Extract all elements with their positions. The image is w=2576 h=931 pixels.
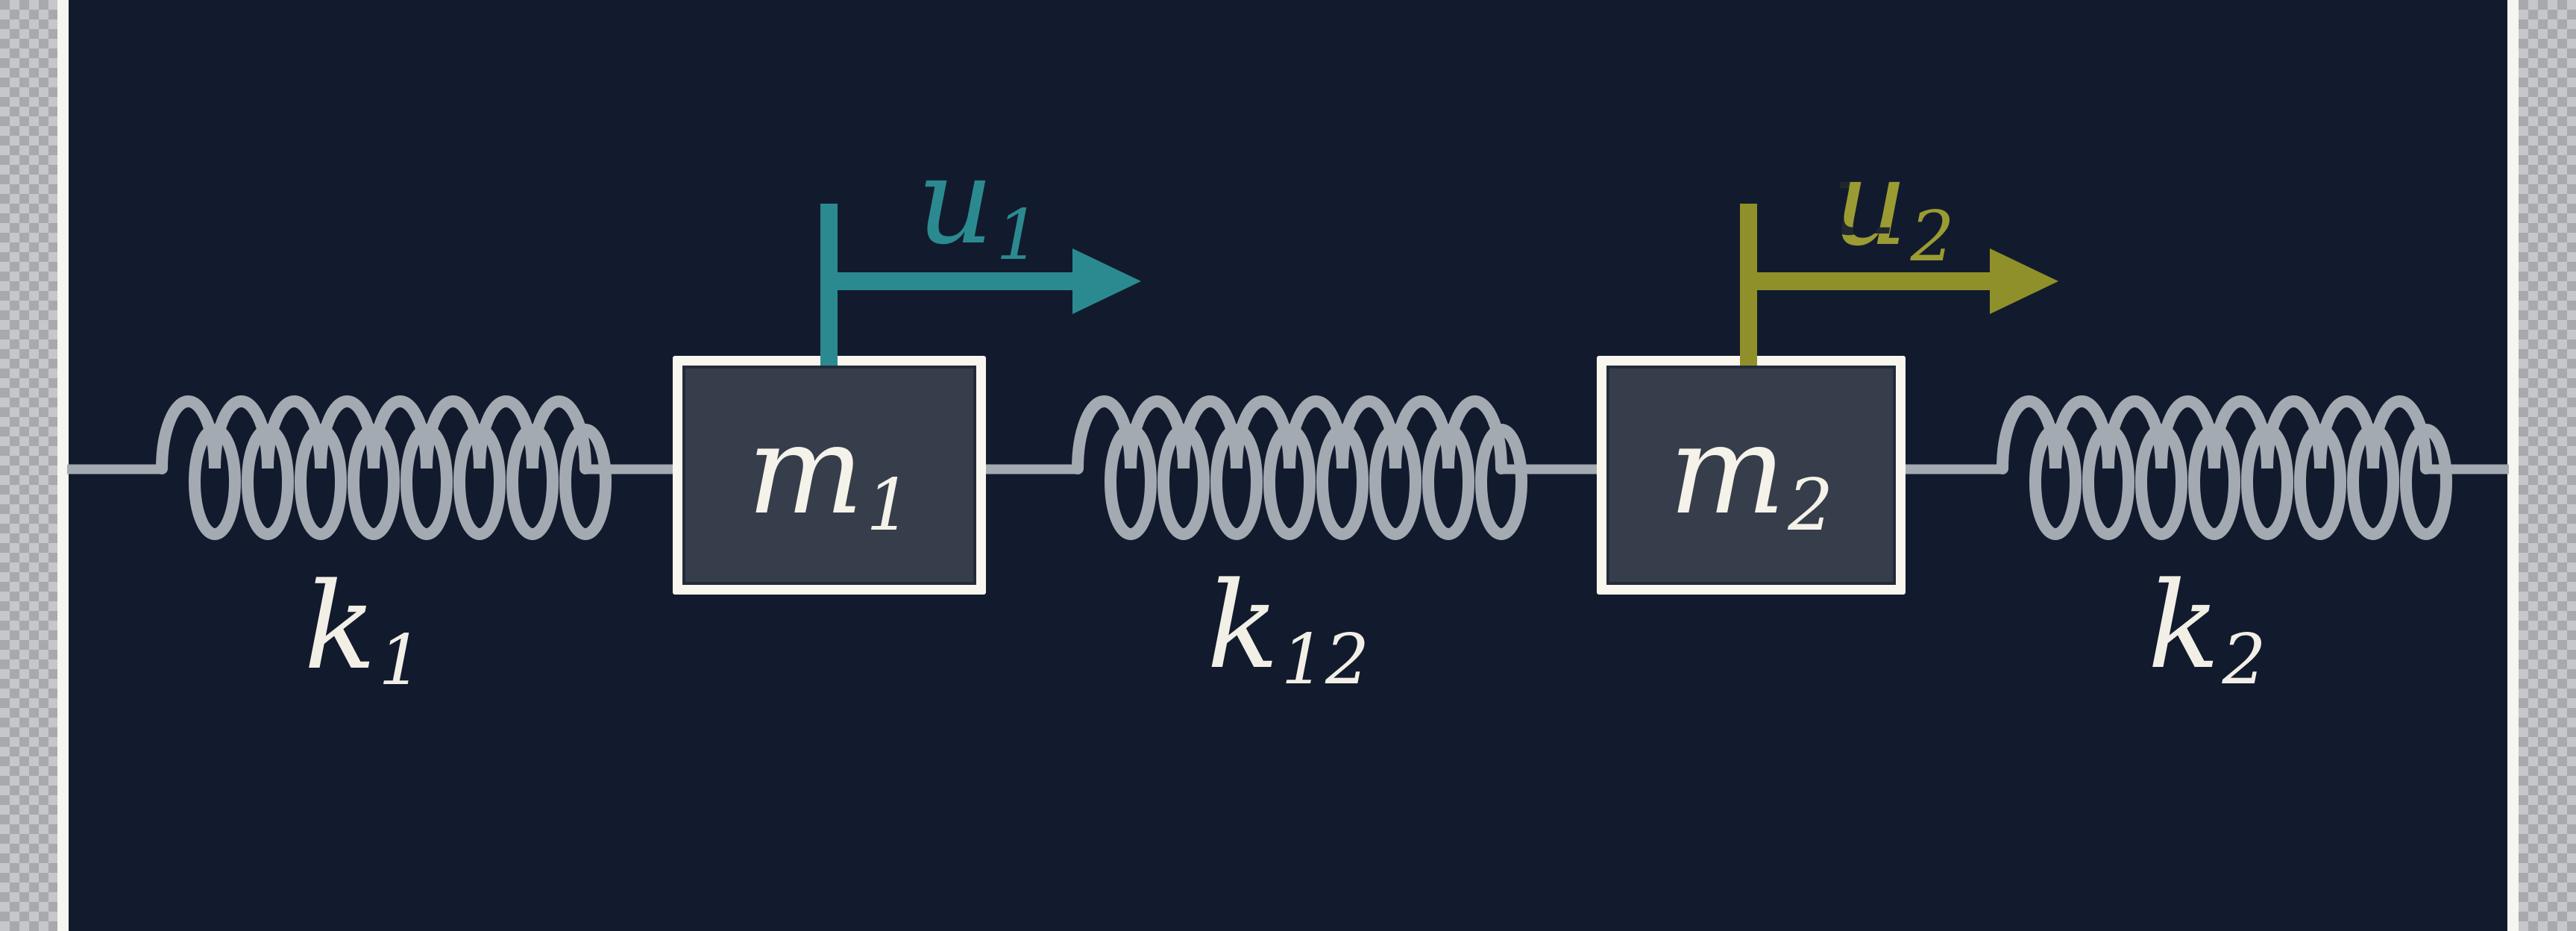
coil-loop bbox=[1157, 424, 1210, 540]
u2-arrow-shaft bbox=[1749, 272, 1991, 290]
coil-loop bbox=[2135, 424, 2187, 540]
coil-loop bbox=[400, 424, 453, 540]
coil-loop bbox=[2347, 424, 2399, 540]
coil-arcs bbox=[1997, 395, 2432, 474]
coil-loop bbox=[1105, 424, 1157, 540]
coil-loop bbox=[559, 424, 612, 540]
coil-arcs bbox=[1072, 395, 1507, 474]
transparency-checkerboard-left bbox=[0, 0, 57, 931]
coil-loop bbox=[1369, 424, 1421, 540]
mass-m2-box: m2 bbox=[1597, 356, 1906, 595]
coil-loop bbox=[2241, 424, 2293, 540]
u2-arrowhead-icon bbox=[1990, 248, 2058, 314]
coil-loop bbox=[1475, 424, 1527, 540]
coil-loop bbox=[2029, 424, 2082, 540]
spring-k2-coil bbox=[1997, 395, 2452, 540]
panel-edge-strip-left bbox=[57, 0, 69, 931]
u1-label: u1 bbox=[917, 131, 1040, 276]
spring-k12-coil bbox=[1072, 395, 1527, 540]
coil-loop bbox=[295, 424, 347, 540]
coil-loop bbox=[1210, 424, 1263, 540]
coil-loop bbox=[242, 424, 294, 540]
u1-arrowhead-icon bbox=[1072, 248, 1141, 314]
mass-m1-box: m1 bbox=[673, 356, 986, 595]
coil-loop bbox=[2188, 424, 2240, 540]
coil-loop bbox=[1422, 424, 1474, 540]
u2-reference-tick bbox=[1740, 204, 1757, 366]
coil-loop bbox=[189, 424, 241, 540]
coil-loop bbox=[1316, 424, 1369, 540]
coil-arcs bbox=[156, 395, 591, 474]
panel-edge-strip-right bbox=[2507, 0, 2519, 931]
k1-label: k1 bbox=[304, 556, 423, 701]
u1-reference-tick bbox=[820, 204, 838, 366]
transparency-checkerboard-right bbox=[2519, 0, 2576, 931]
coil-loop bbox=[453, 424, 506, 540]
spring-k1-coil bbox=[156, 395, 612, 540]
coil-loop bbox=[1263, 424, 1316, 540]
mass-m1-label: m1 bbox=[747, 398, 912, 548]
coil-loop bbox=[506, 424, 559, 540]
mass-m2-label: m2 bbox=[1668, 398, 1834, 548]
coil-loop bbox=[2082, 424, 2134, 540]
k2-label: k2 bbox=[2147, 555, 2266, 700]
u1-arrow-shaft bbox=[829, 272, 1074, 290]
k12-label: k12 bbox=[1206, 555, 1370, 700]
coil-loop bbox=[2294, 424, 2346, 540]
coil-loop bbox=[348, 424, 400, 540]
coil-loop bbox=[2400, 424, 2452, 540]
